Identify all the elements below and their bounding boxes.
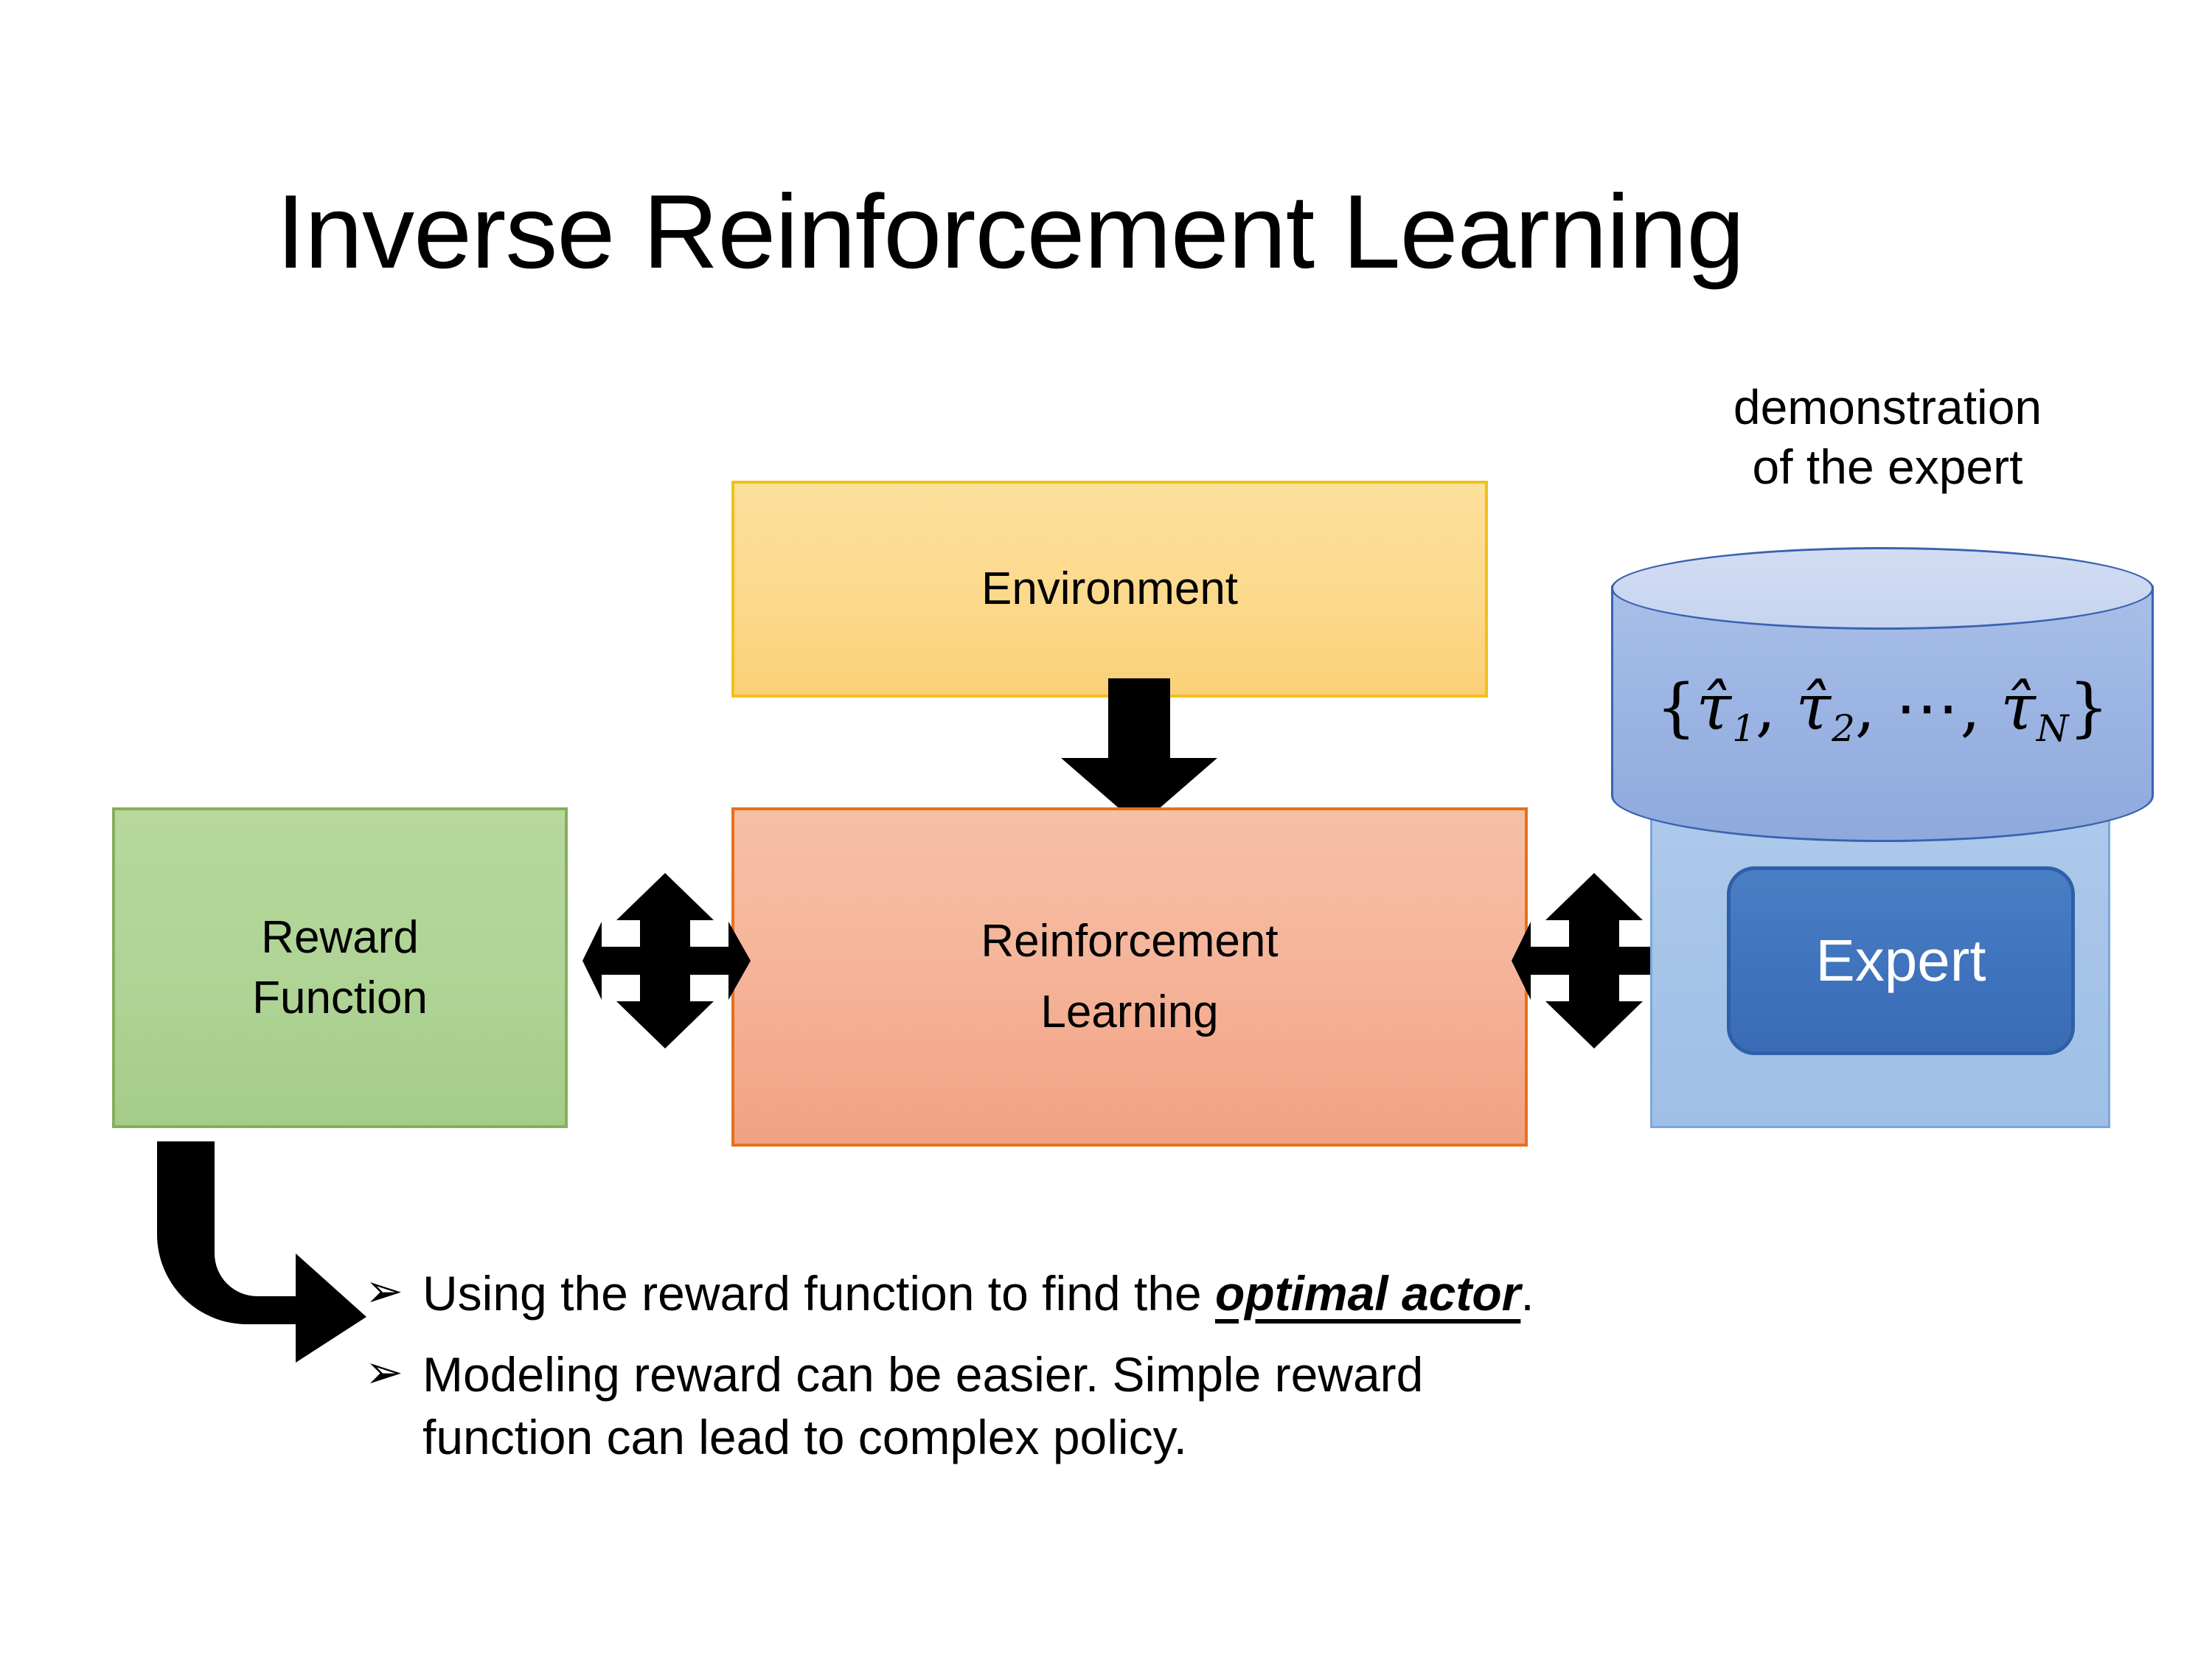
demonstration-caption: demonstration of the expert — [1622, 378, 2153, 496]
bullet-marker-icon: ➢ — [365, 1347, 403, 1399]
formula-open-brace: { — [1655, 671, 1697, 745]
bullet-2-line-2: function can lead to complex policy. — [422, 1409, 1188, 1464]
bullet-1-text-before: Using the reward function to find the — [422, 1266, 1215, 1321]
reward-function-label: Reward Function — [252, 908, 428, 1029]
four-way-arrow-icon — [1512, 873, 1680, 1048]
bullet-2-line-1: Modeling reward can be easier. Simple re… — [422, 1347, 1424, 1402]
environment-label: Environment — [981, 563, 1239, 615]
reinforcement-learning-box: Reinforcement Learning — [731, 807, 1528, 1147]
elbow-arrow-icon — [157, 1141, 366, 1363]
bullet-1-emphasis: optimal actor — [1214, 1266, 1521, 1321]
formula-tau-1: τ̂ — [1696, 671, 1732, 745]
reinforcement-learning-label: Reinforcement Learning — [981, 906, 1278, 1048]
formula-tau-n: τ̂ — [2000, 671, 2036, 745]
formula-sub-2: 2 — [1832, 706, 1855, 750]
expert-label: Expert — [1815, 928, 1986, 993]
demonstration-cylinder: {τ̂1, τ̂2, ⋯, τ̂N} — [1611, 547, 2154, 842]
rl-label-line-2: Learning — [1040, 987, 1219, 1037]
formula-comma-2: , — [1854, 671, 1896, 745]
formula-tau-2: τ̂ — [1795, 671, 1832, 745]
bullet-text: Modeling reward can be easier. Simple re… — [422, 1343, 1423, 1468]
trajectory-set-formula: {τ̂1, τ̂2, ⋯, τ̂N} — [1611, 671, 2154, 750]
four-way-arrow-icon — [582, 873, 751, 1048]
reward-label-line-2: Function — [252, 972, 428, 1023]
formula-sub-1: 1 — [1732, 706, 1756, 750]
formula-close-brace: } — [2068, 671, 2110, 745]
page-title: Inverse Reinforcement Learning — [276, 173, 1745, 291]
list-item: ➢ Using the reward function to find the … — [365, 1262, 2061, 1324]
formula-comma-3: , — [1960, 671, 2001, 745]
cylinder-top-ellipse — [1611, 547, 2154, 630]
bullet-list: ➢ Using the reward function to find the … — [365, 1262, 2061, 1487]
demonstration-caption-line-2: of the expert — [1752, 439, 2023, 494]
reward-function-box: Reward Function — [112, 807, 568, 1128]
bullet-text: Using the reward function to find the op… — [422, 1262, 1534, 1324]
bullet-marker-icon: ➢ — [365, 1266, 403, 1317]
demonstration-caption-line-1: demonstration — [1733, 380, 2042, 434]
bullet-1-text-after: . — [1520, 1266, 1534, 1321]
list-item: ➢ Modeling reward can be easier. Simple … — [365, 1343, 2061, 1468]
formula-ellipsis: ⋯ — [1895, 671, 1961, 745]
rl-label-line-1: Reinforcement — [981, 915, 1279, 967]
expert-box: Expert — [1727, 866, 2075, 1055]
environment-box: Environment — [731, 481, 1488, 698]
reward-label-line-1: Reward — [261, 911, 419, 963]
formula-sub-n: N — [2036, 706, 2069, 750]
formula-comma-1: , — [1755, 671, 1796, 745]
down-arrow-icon — [1061, 678, 1217, 826]
